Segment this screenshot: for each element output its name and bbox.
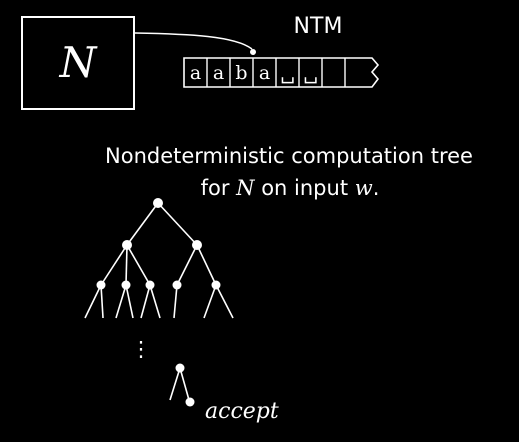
tree-node (145, 280, 155, 290)
tree-node (122, 240, 132, 250)
tree-edge (176, 244, 198, 286)
caption-line-1: Nondeterministic computation tree (105, 144, 473, 168)
tree-edge (140, 284, 151, 319)
caption-line-2: for N on input w. (201, 176, 380, 200)
tree-node-accept (185, 397, 195, 407)
tree-node (96, 280, 106, 290)
tape-head-dot (250, 49, 256, 55)
tree-edge (169, 367, 181, 401)
tree-edge (149, 284, 161, 319)
tree-nodes (96, 198, 221, 407)
tree-edge (203, 284, 217, 319)
tree-edge (179, 367, 190, 401)
tape-head-pointer (134, 32, 253, 50)
tree-edge (115, 284, 127, 319)
tree-edge (215, 284, 234, 319)
tree-edge (100, 284, 104, 319)
tree-edge (100, 244, 128, 286)
tape-cell: a (259, 62, 270, 84)
tape-cell: ␣ (303, 62, 318, 84)
tree-node (175, 363, 185, 373)
caption-machine-symbol: N (235, 176, 255, 200)
machine-box-group: N (21, 16, 135, 110)
tape-cell: ␣ (280, 62, 295, 84)
tape-cell: b (235, 62, 247, 84)
caption-line-2-prefix: for (201, 176, 237, 200)
accept-label: accept (205, 399, 279, 424)
tree-node (192, 240, 202, 250)
machine-label: N (59, 38, 98, 87)
caption-input-symbol: w (355, 176, 373, 200)
tree-node-root (153, 198, 163, 208)
tape-cell: a (213, 62, 224, 84)
tree-edge (196, 244, 217, 286)
machine-box (21, 16, 135, 110)
computation-tree (84, 202, 234, 401)
tree-edge (125, 244, 128, 286)
tree-edge (157, 202, 198, 246)
tree-edge (125, 284, 134, 319)
tree-node (211, 280, 221, 290)
tree-edge (126, 202, 159, 246)
tape-title: NTM (294, 14, 343, 39)
tape-cell: a (190, 62, 201, 84)
caption-line-2-middle: on input (255, 176, 355, 200)
tree-edge (173, 284, 178, 319)
continuation-dots: ⋮ (131, 337, 152, 361)
tree-edge (84, 284, 102, 319)
tree-node (172, 280, 182, 290)
tape-outline (183, 57, 380, 88)
caption-line-2-suffix: . (373, 176, 380, 200)
tape: a a b a ␣ ␣ (183, 57, 380, 88)
tree-node (121, 280, 131, 290)
tree-edge (126, 244, 151, 286)
